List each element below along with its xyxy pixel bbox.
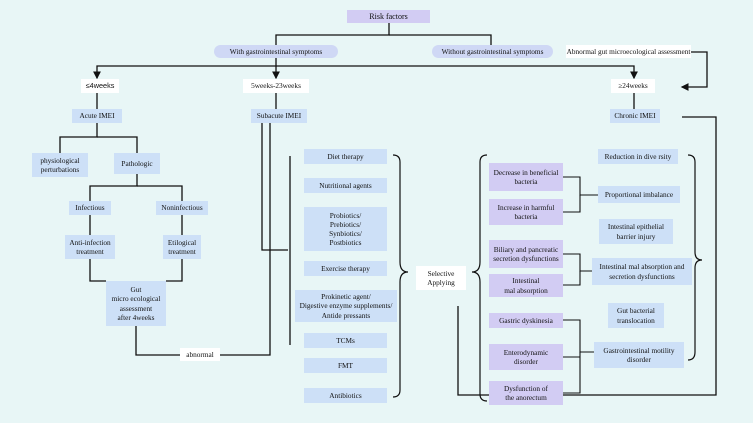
- therapy-exercise: Exercise therapy: [304, 261, 387, 276]
- without-gi-symptoms: Without gastrointestinal symptoms: [432, 45, 553, 58]
- therapy-prokinetic: Prokinetic agent/ Digestive enzyme suppl…: [295, 290, 397, 322]
- pathologic-box: Pathologic: [114, 153, 160, 174]
- gi-motility-disorder: Gastrointestinal motility disorder: [594, 342, 684, 368]
- intestinal-malabsorption: Intestinal mal absorption: [489, 274, 563, 297]
- infectious-box: Infectious: [69, 201, 111, 215]
- duration-5-23weeks: 5weeks-23weeks: [243, 79, 309, 93]
- therapy-antibiotics: Antibiotics: [304, 388, 387, 403]
- abnormal-gut-assessment: Abnormal gut microecological assessment: [566, 45, 691, 58]
- noninfectious-box: Noninfectious: [156, 201, 208, 215]
- anti-infection-treatment: Anti-infection treatment: [65, 235, 115, 259]
- physiological-perturbations: physiological perturbations: [32, 153, 88, 177]
- malabsorption-secretion: Intestinal mal absorption and secretion …: [592, 258, 692, 285]
- therapy-nutritional-agents: Nutritional agents: [304, 178, 387, 193]
- enterodynamic-disorder: Enterodynamic disorder: [489, 344, 563, 370]
- gut-assessment-after-4weeks: Gut micro ecological assessment after 4w…: [106, 281, 166, 326]
- abnormal-label: abnormal: [180, 348, 220, 361]
- with-gi-symptoms: With gastrointestinal symptoms: [214, 45, 338, 58]
- biliary-pancreatic-dysfunction: Biliary and pancreatic secretion dysfunc…: [489, 240, 563, 268]
- gut-bacterial-translocation: Gut bacterial translocation: [608, 303, 664, 328]
- risk-factors-box: Risk factors: [347, 10, 430, 23]
- decrease-beneficial-bacteria: Decrease in beneficial bacteria: [489, 163, 563, 191]
- subacute-imei-box: Subacute IMEI: [251, 109, 307, 123]
- duration-ge24weeks: ≥24weeks: [611, 79, 655, 93]
- gastric-dyskinesia: Gastric dyskinesia: [489, 313, 563, 328]
- proportional-imbalance: Proportional imbalance: [598, 186, 680, 203]
- increase-harmful-bacteria: Increase in harmful bacteria: [489, 199, 563, 225]
- anorectum-dysfunction: Dysfunction of the anorectum: [489, 381, 563, 405]
- therapy-tcms: TCMs: [304, 333, 387, 348]
- therapy-diet: Diet therapy: [304, 149, 387, 164]
- selective-applying: Selective Applying: [416, 266, 466, 290]
- acute-imei-box: Acute IMEI: [72, 109, 122, 123]
- chronic-imei-box: Chronic IMEI: [610, 109, 660, 123]
- reduction-in-diversity: Reduction in dive rsity: [598, 149, 678, 164]
- duration-le4weeks: ≤4weeks: [81, 79, 119, 93]
- epithelial-barrier-injury: Intestinal epithelial barrier injury: [599, 219, 673, 244]
- therapy-fmt: FMT: [304, 358, 387, 373]
- etilogical-treatment: Etilogical treatment: [163, 235, 201, 259]
- therapy-probiotics: Probiotics/ Prebiotics/ Synbiotics/ Post…: [304, 207, 387, 251]
